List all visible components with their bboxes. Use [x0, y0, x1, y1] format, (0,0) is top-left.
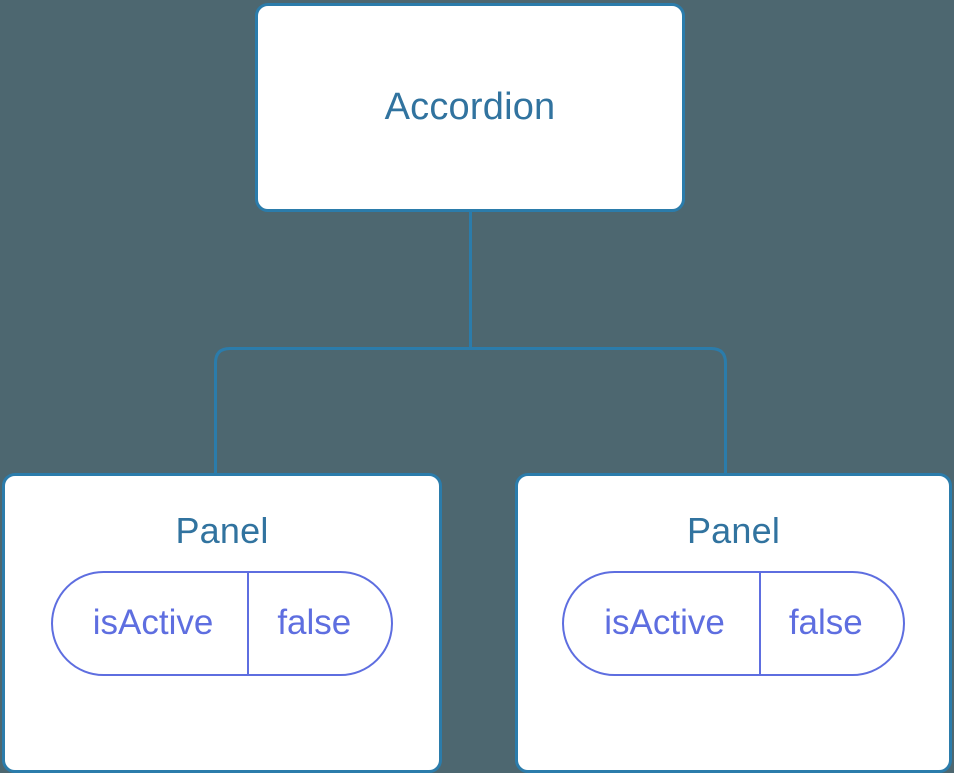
- node-accordion[interactable]: Accordion: [255, 3, 685, 212]
- prop-key-isactive-1: isActive: [92, 603, 214, 643]
- node-accordion-label: Accordion: [384, 85, 556, 128]
- node-panel-1-label: Panel: [175, 510, 269, 551]
- prop-pill-panel-2[interactable]: isActive false: [562, 570, 905, 676]
- connector-branch-left: [214, 347, 471, 474]
- prop-value-isactive-2: false: [758, 572, 903, 674]
- component-tree-canvas: Accordion Panel isActive false Panel isA…: [2, 3, 952, 773]
- node-panel-2-label: Panel: [686, 510, 781, 551]
- prop-key-isactive-2: isActive: [604, 603, 725, 643]
- node-panel-2[interactable]: Panel isActive false: [515, 473, 952, 773]
- prop-pill-panel-1[interactable]: isActive false: [50, 570, 394, 676]
- connector-branch-right: [470, 347, 727, 474]
- node-panel-1[interactable]: Panel isActive false: [2, 473, 442, 773]
- prop-value-isactive-1: false: [247, 572, 391, 674]
